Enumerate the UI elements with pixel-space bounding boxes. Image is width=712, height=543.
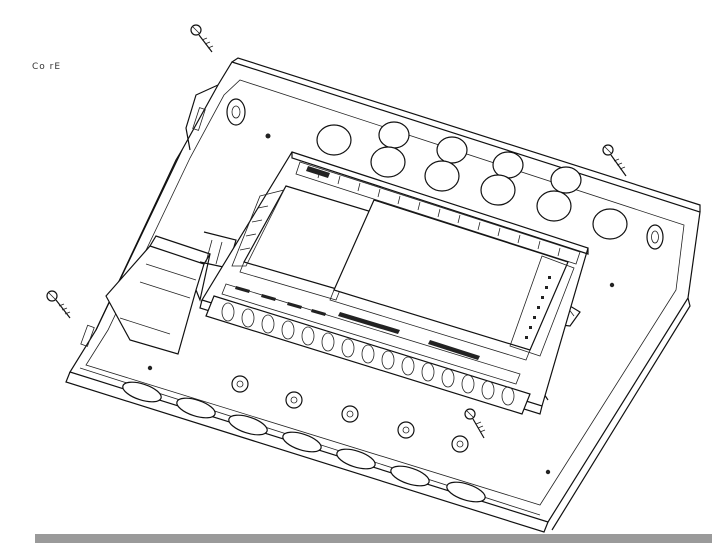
transformer [105, 231, 237, 355]
mounting-screw-top [190, 24, 214, 53]
mounting-screw-left [46, 290, 71, 319]
mounting-screw-bottom [464, 408, 486, 439]
terminal-circuit-board [199, 151, 589, 415]
bottom-scroll-bar [35, 534, 712, 543]
cable-knockouts-front [122, 375, 486, 503]
mounting-screw-right [602, 144, 627, 177]
corner-label: Co rE [32, 62, 62, 72]
cable-knockouts-rear [316, 121, 628, 240]
